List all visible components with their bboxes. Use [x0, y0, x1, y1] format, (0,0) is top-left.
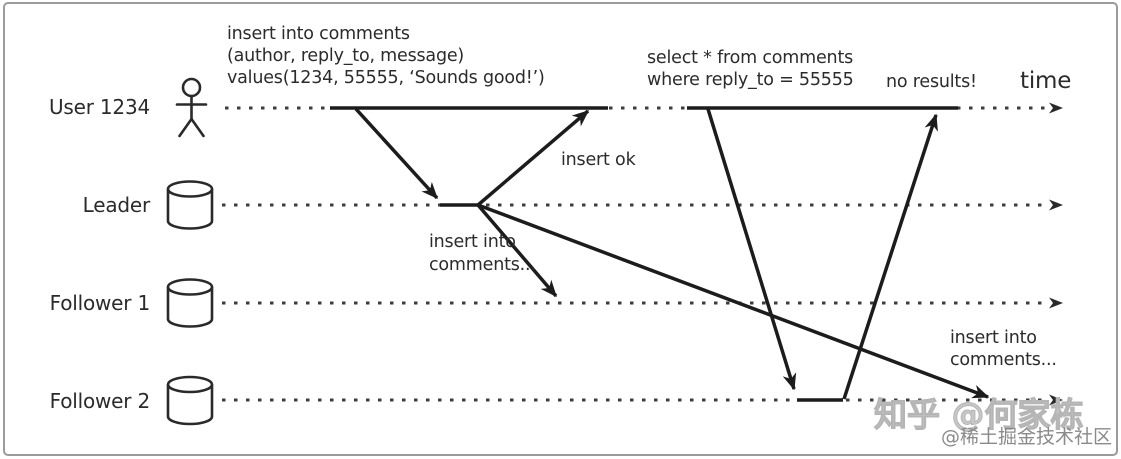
message-arrows [354, 107, 990, 400]
insert-query-text: insert into comments (author, reply_to, … [227, 24, 545, 88]
active-segments [330, 106, 958, 402]
arrow-insert-to-leader [354, 107, 439, 200]
database-icon [166, 278, 214, 328]
timeline-arrowheads [1049, 102, 1063, 406]
replicate-label-follower2: insert into comments... [950, 328, 1057, 370]
time-axis-label: time [1020, 68, 1072, 94]
arrow-insert-ok [476, 109, 590, 207]
insert-ok-label: insert ok [561, 150, 636, 170]
watermark-juejin: @稀土掘金技术社区 [941, 426, 1113, 448]
arrow-no-results [842, 113, 938, 400]
time-arrowhead-follower1 [1049, 297, 1063, 309]
time-arrowhead-follower2 [1049, 394, 1063, 406]
actor-label-user: User 1234 [48, 95, 150, 119]
arrow-select-to-follower2 [706, 108, 797, 391]
actor-label-follower2: Follower 2 [49, 389, 151, 413]
actor-label-follower1: Follower 1 [49, 291, 151, 315]
arrow-replicate-follower2 [477, 203, 990, 399]
arrow-replicate-follower1 [476, 203, 558, 298]
select-query-text: select * from comments where reply_to = … [647, 48, 854, 90]
actor-label-leader: Leader [82, 193, 151, 217]
database-icon [166, 180, 214, 230]
database-icon [166, 375, 214, 426]
replicate-label-follower1: insert into comments... [429, 232, 536, 275]
person-icon [175, 77, 208, 138]
time-arrowhead-leader [1049, 199, 1063, 211]
time-arrowhead-user [1049, 102, 1063, 114]
no-results-label: no results! [886, 72, 977, 92]
watermark-zhihu: 知乎 @何家栋 [874, 395, 1084, 435]
